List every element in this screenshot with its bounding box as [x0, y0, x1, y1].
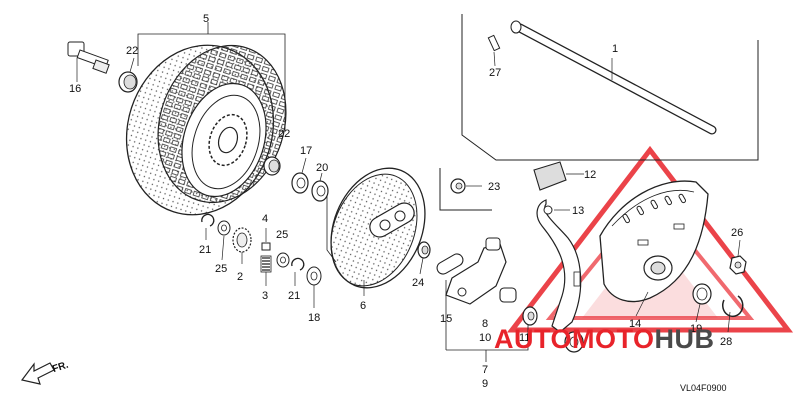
wheel-cover-6 [330, 167, 426, 289]
diagram-code: VL04F0900 [680, 383, 727, 393]
arm-13 [536, 199, 584, 353]
callout-c1: 1 [612, 43, 618, 55]
callout-c28: 28 [720, 336, 732, 348]
watermark-part3: HUB [655, 324, 715, 354]
pin-4 [261, 242, 271, 251]
plate-14 [599, 180, 709, 303]
callout-c22b: 22 [278, 128, 290, 140]
spring-3 [260, 255, 272, 273]
nut-23-group [439, 168, 492, 211]
gear-2 [232, 227, 252, 253]
callout-c9: 9 [482, 378, 488, 390]
callout-c25a: 25 [215, 263, 227, 275]
callout-c4: 4 [262, 213, 268, 225]
callout-c22a: 22 [126, 45, 138, 57]
washer-18 [306, 266, 322, 286]
callout-c8: 8 [482, 318, 488, 330]
callout-c10: 10 [479, 332, 491, 344]
washer-25-right [276, 252, 290, 268]
callout-c11: 11 [519, 332, 530, 344]
callout-c15: 15 [440, 313, 452, 325]
callout-c24: 24 [412, 277, 424, 289]
callout-c19: 19 [690, 323, 702, 335]
collar-22-top [118, 71, 138, 93]
watermark-text: AUTOMOTOHUB [494, 324, 715, 354]
bolt-16 [67, 41, 110, 74]
watermark-part1: AUTO [494, 324, 572, 354]
shaft-group [461, 14, 759, 161]
bracket-8 [436, 237, 517, 305]
callout-c16: 16 [69, 83, 81, 95]
callout-c17: 17 [300, 145, 312, 157]
callout-c23: 23 [488, 181, 500, 193]
direction-arrow-icon [20, 362, 55, 385]
bushing-24 [417, 241, 431, 259]
callout-c21a: 21 [199, 244, 211, 256]
leader-5 [137, 33, 286, 130]
callout-c7: 7 [482, 364, 488, 376]
callout-c13: 13 [572, 205, 584, 217]
clip-21-left [201, 213, 215, 227]
washer-20 [311, 180, 329, 202]
bearing-17 [291, 172, 309, 194]
callout-c12: 12 [584, 169, 596, 181]
nut-26 [729, 255, 747, 275]
washer-11 [522, 306, 538, 326]
callout-c5: 5 [203, 13, 209, 25]
clip-21-right [291, 257, 305, 271]
callout-c21b: 21 [288, 290, 300, 302]
wheel-5 [125, 44, 287, 216]
callout-c3: 3 [262, 290, 268, 302]
callout-c25b: 25 [276, 229, 288, 241]
washer-25-left [217, 220, 231, 236]
clip-28 [721, 295, 744, 318]
callout-c20: 20 [316, 162, 328, 174]
washer-19 [692, 283, 712, 305]
callout-c27: 27 [489, 67, 501, 79]
callout-c14: 14 [629, 318, 641, 330]
callout-c26: 26 [731, 227, 743, 239]
callout-c18: 18 [308, 312, 320, 324]
direction-label: FR. [51, 360, 70, 376]
callout-c6: 6 [360, 300, 366, 312]
watermark-part2: MOTO [572, 324, 655, 354]
collar-22-right [263, 156, 281, 176]
leader-lines [76, 51, 741, 333]
callout-c2: 2 [237, 271, 243, 283]
stopper-12 [533, 161, 567, 191]
